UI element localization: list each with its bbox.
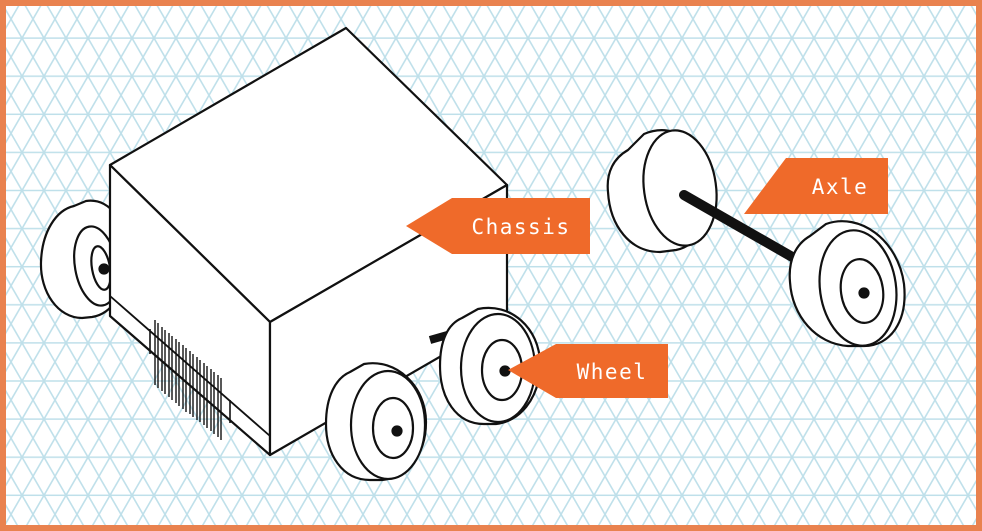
wheel-front-right bbox=[438, 306, 542, 426]
chassis-callout-shape bbox=[406, 198, 590, 254]
label-chassis: Chassis bbox=[406, 198, 590, 254]
axle-assembly bbox=[606, 129, 906, 348]
label-axle: Axle bbox=[744, 158, 888, 214]
wheel-callout-shape bbox=[508, 344, 668, 398]
barcode-decal bbox=[154, 320, 222, 440]
label-wheel: Wheel bbox=[508, 344, 668, 398]
axle-callout-shape bbox=[744, 158, 888, 214]
axle-rod bbox=[679, 190, 813, 271]
wheel-label-text: Wheel bbox=[577, 360, 648, 384]
axle-label-text: Axle bbox=[812, 175, 869, 199]
chassis-label-text: Chassis bbox=[471, 215, 570, 239]
wheel-front-bottom bbox=[324, 362, 428, 482]
